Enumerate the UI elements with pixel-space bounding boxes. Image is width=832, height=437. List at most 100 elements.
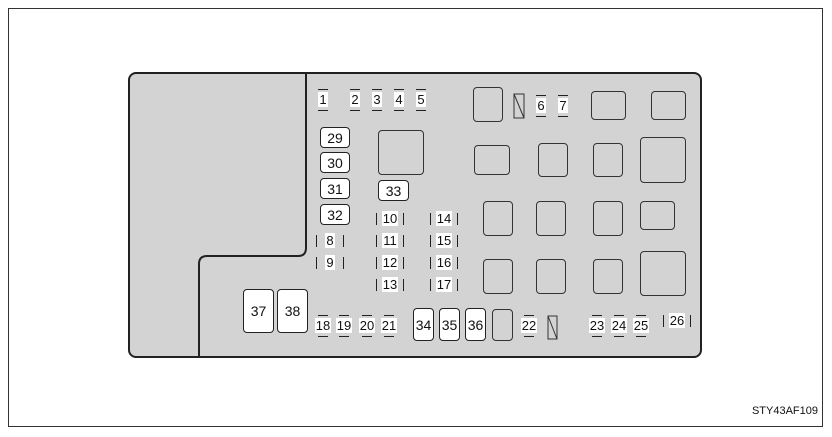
fuse-number: 14 <box>435 211 453 226</box>
fuse-bracket <box>536 95 546 117</box>
relay-block <box>593 259 623 294</box>
cartridge-fuse-29[interactable]: 29 <box>320 127 350 148</box>
fuse-20[interactable]: 20 <box>356 315 378 337</box>
fuse-number: 19 <box>335 318 353 333</box>
fuse-10[interactable]: 10 <box>375 211 405 227</box>
cartridge-fuse-32[interactable]: 32 <box>320 204 350 225</box>
fuse-bracket <box>376 257 404 269</box>
fuse-bracket <box>430 279 458 291</box>
fuse-number: 20 <box>358 318 376 333</box>
fuse-bracket <box>376 235 404 247</box>
fuse-bracket <box>394 89 404 111</box>
fuse-12[interactable]: 12 <box>375 255 405 271</box>
fuse-2[interactable]: 2 <box>344 89 366 111</box>
fuse-bracket <box>416 89 426 111</box>
relay-block <box>536 201 566 236</box>
fuse-7[interactable]: 7 <box>552 95 574 117</box>
fuse-number: 24 <box>610 318 628 333</box>
fuse-number: 5 <box>416 92 426 107</box>
fuse-4[interactable]: 4 <box>388 89 410 111</box>
fuse-number: 12 <box>381 255 399 270</box>
relay-block <box>640 137 686 183</box>
relay-block <box>593 201 623 236</box>
fuse-bracket <box>376 279 404 291</box>
cartridge-fuse-31[interactable]: 31 <box>320 178 350 199</box>
fuse-number: 18 <box>314 318 332 333</box>
fuse-3[interactable]: 3 <box>366 89 388 111</box>
fuse-bracket <box>524 315 534 337</box>
fuse-bracket <box>318 315 328 337</box>
fuse-19[interactable]: 19 <box>333 315 355 337</box>
cartridge-fuse-33[interactable]: 33 <box>378 180 409 201</box>
relay-block <box>473 87 503 122</box>
fuse-number: 13 <box>381 277 399 292</box>
fuse-number: 1 <box>318 92 328 107</box>
fuse-bracket <box>316 235 344 247</box>
fuse-bracket <box>614 315 624 337</box>
relay-block <box>651 91 686 120</box>
fuse-bracket <box>430 235 458 247</box>
fuse-13[interactable]: 13 <box>375 277 405 293</box>
cartridge-fuse-30[interactable]: 30 <box>320 152 350 173</box>
fuse-8[interactable]: 8 <box>315 233 345 249</box>
fuse-1[interactable]: 1 <box>312 89 334 111</box>
fuse-bracket <box>362 315 372 337</box>
fuse-number: 4 <box>394 92 404 107</box>
fuse-22[interactable]: 22 <box>518 315 540 337</box>
relay-block <box>492 309 513 341</box>
fuse-number: 3 <box>372 92 382 107</box>
relay-block <box>378 130 424 175</box>
fuse-number: 8 <box>325 233 335 248</box>
fuse-number: 26 <box>668 313 686 328</box>
relay-block <box>640 201 675 230</box>
fuse-bracket <box>318 89 328 111</box>
fuse-26[interactable]: 26 <box>662 313 692 329</box>
cartridge-fuse-34[interactable]: 34 <box>413 308 434 341</box>
relay-block <box>483 201 513 236</box>
fuse-bracket <box>430 257 458 269</box>
cartridge-fuse-35[interactable]: 35 <box>439 308 460 341</box>
fuse-number: 25 <box>632 318 650 333</box>
relay-block <box>483 259 513 294</box>
fuse-14[interactable]: 14 <box>429 211 459 227</box>
cartridge-fuse-36[interactable]: 36 <box>465 308 486 341</box>
fuse-9[interactable]: 9 <box>315 255 345 271</box>
relay-block <box>591 91 626 120</box>
diagram-frame <box>8 8 823 427</box>
fuse-23[interactable]: 23 <box>586 315 608 337</box>
fuse-number: 22 <box>520 318 538 333</box>
fuse-bracket <box>558 95 568 117</box>
cartridge-fuse-37[interactable]: 37 <box>243 289 274 333</box>
relay-block <box>536 259 566 294</box>
fuse-bracket <box>384 315 394 337</box>
fuse-24[interactable]: 24 <box>608 315 630 337</box>
relay-block <box>593 143 623 177</box>
fuse-number: 11 <box>382 233 398 248</box>
fuse-number: 21 <box>380 318 398 333</box>
relay-block <box>640 251 686 296</box>
fuse-bracket <box>663 315 691 327</box>
fuse-bracket <box>339 315 349 337</box>
fuse-25[interactable]: 25 <box>630 315 652 337</box>
fuse-11[interactable]: 11 <box>375 233 405 249</box>
diagram-caption: STY43AF109 <box>751 405 818 417</box>
fuse-16[interactable]: 16 <box>429 255 459 271</box>
fuse-bracket <box>350 89 360 111</box>
fuse-number: 9 <box>325 255 335 270</box>
fuse-number: 15 <box>435 233 453 248</box>
fuse-number: 10 <box>381 211 399 226</box>
fuse-21[interactable]: 21 <box>378 315 400 337</box>
fuse-bracket <box>376 213 404 225</box>
fuse-number: 16 <box>435 255 453 270</box>
fuse-18[interactable]: 18 <box>312 315 334 337</box>
fuse-number: 6 <box>536 98 546 113</box>
fuse-bracket <box>592 315 602 337</box>
fuse-6[interactable]: 6 <box>530 95 552 117</box>
fuse-17[interactable]: 17 <box>429 277 459 293</box>
cartridge-fuse-38[interactable]: 38 <box>277 289 308 333</box>
fuse-bracket <box>430 213 458 225</box>
fuse-number: 7 <box>558 98 568 113</box>
fuse-5[interactable]: 5 <box>410 89 432 111</box>
fuse-bracket <box>636 315 646 337</box>
fuse-15[interactable]: 15 <box>429 233 459 249</box>
